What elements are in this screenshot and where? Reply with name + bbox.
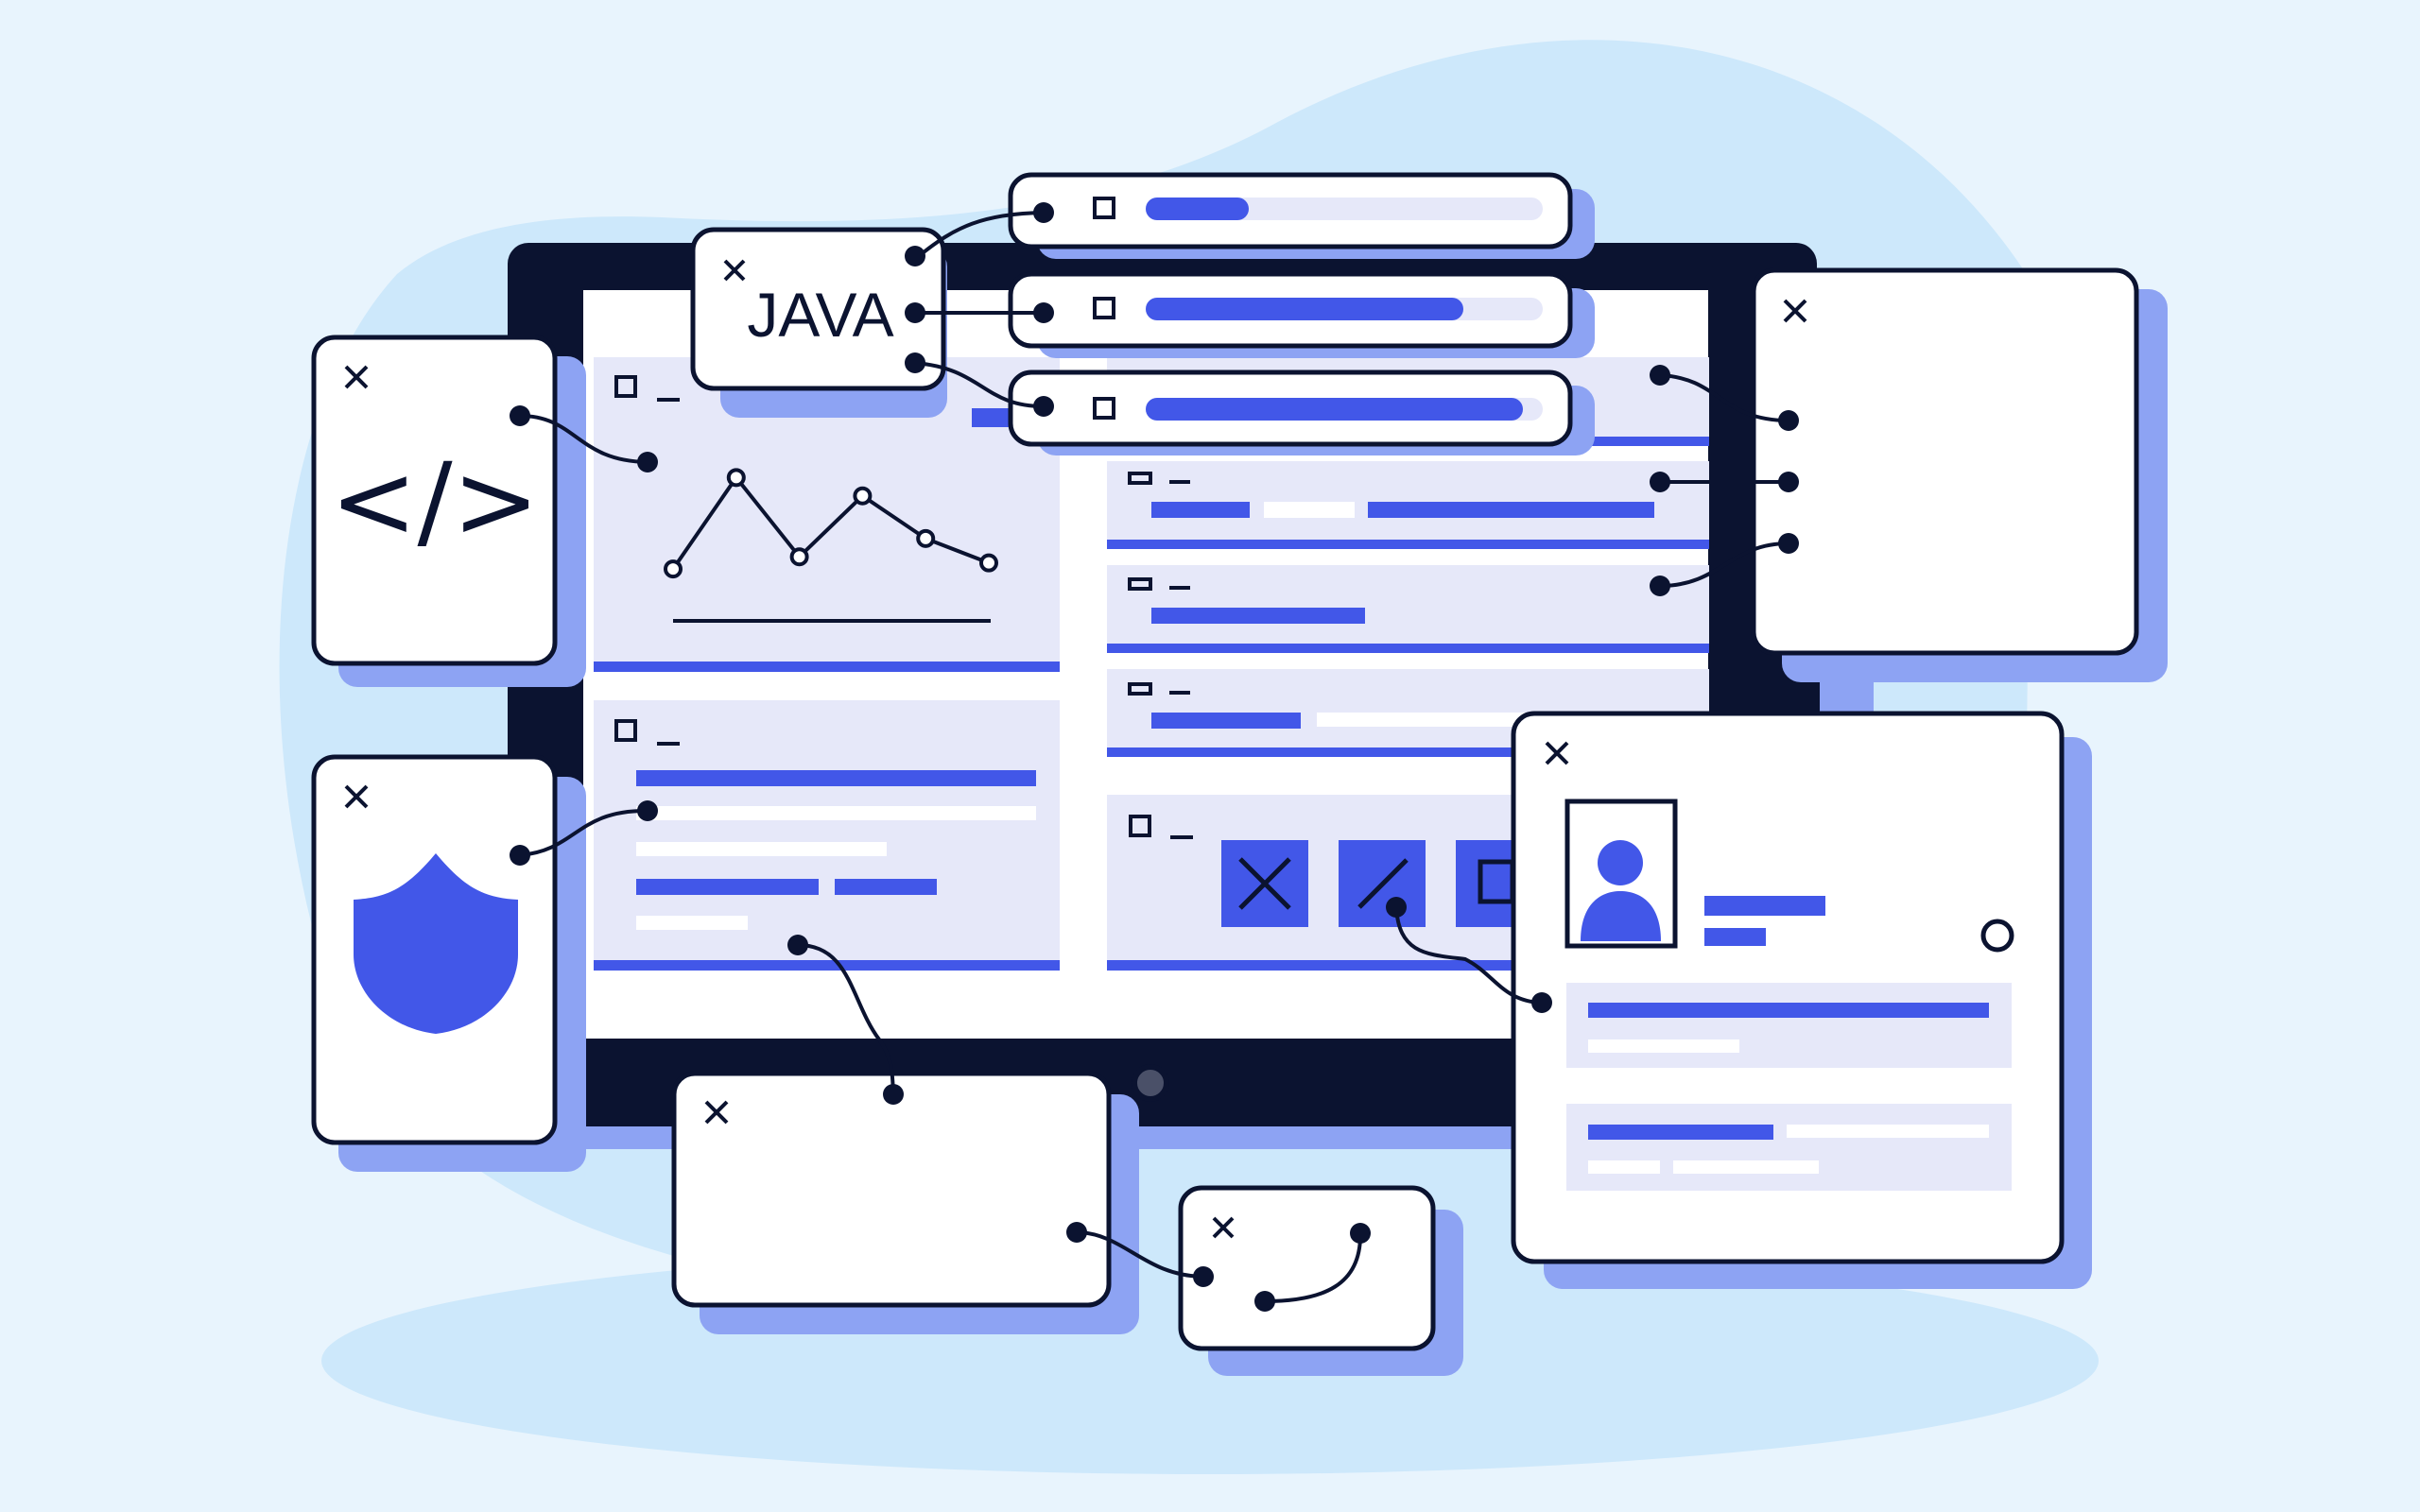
bottom-left-window[interactable]: [671, 1071, 1139, 1334]
checkbox-icon[interactable]: [1093, 297, 1115, 319]
x-icon: [1238, 857, 1291, 910]
user-avatar-icon: [1564, 799, 1678, 949]
chart-point: [664, 559, 683, 579]
power-button[interactable]: [1132, 1064, 1169, 1102]
close-icon[interactable]: [1545, 741, 1569, 765]
list-row: [1107, 565, 1709, 648]
progress-bar-fill: [1146, 298, 1463, 320]
checkbox-icon[interactable]: [1093, 197, 1115, 219]
small-connector-window[interactable]: [1178, 1185, 1463, 1376]
checkbox-icon[interactable]: [1129, 815, 1151, 837]
chart-point: [979, 553, 998, 573]
chart-point: [789, 547, 809, 567]
progress-bar-fill: [1146, 398, 1523, 421]
progress-window: [1008, 172, 1595, 259]
delete-button[interactable]: [1221, 840, 1308, 927]
close-icon[interactable]: [704, 1100, 729, 1125]
java-label: JAVA: [747, 280, 893, 350]
code-window[interactable]: </>: [311, 335, 586, 687]
close-icon[interactable]: [1212, 1216, 1235, 1239]
connectors: [519, 211, 1789, 1279]
close-icon[interactable]: [344, 365, 369, 389]
chart-point: [916, 528, 936, 548]
more-button[interactable]: [1456, 840, 1515, 927]
progress-window: [1008, 271, 1595, 358]
chart-line: [671, 473, 990, 571]
radio-button[interactable]: [1980, 919, 2014, 953]
checkbox-icon[interactable]: [614, 375, 637, 398]
chart-point: [853, 486, 873, 506]
progress-bar-fill: [1146, 198, 1249, 220]
line-chart: [664, 468, 998, 579]
progress-windows: [1008, 172, 1595, 455]
empty-window[interactable]: [1751, 267, 2168, 682]
checkbox-icon[interactable]: [1093, 397, 1115, 420]
pencil-icon: [1357, 858, 1409, 909]
connector-nodes: [510, 202, 1799, 1287]
progress-window: [1008, 369, 1595, 455]
java-window[interactable]: JAVA: [690, 227, 947, 418]
shield-icon: [354, 853, 518, 1034]
close-icon[interactable]: [1783, 299, 1807, 323]
code-icon: </>: [330, 440, 539, 561]
close-icon[interactable]: [344, 784, 369, 809]
edit-button[interactable]: [1339, 840, 1426, 927]
close-icon[interactable]: [723, 259, 746, 282]
chart-point: [726, 468, 746, 488]
checkbox-icon[interactable]: [614, 719, 637, 742]
shield-window[interactable]: [311, 754, 586, 1172]
profile-window[interactable]: [1511, 711, 2092, 1289]
